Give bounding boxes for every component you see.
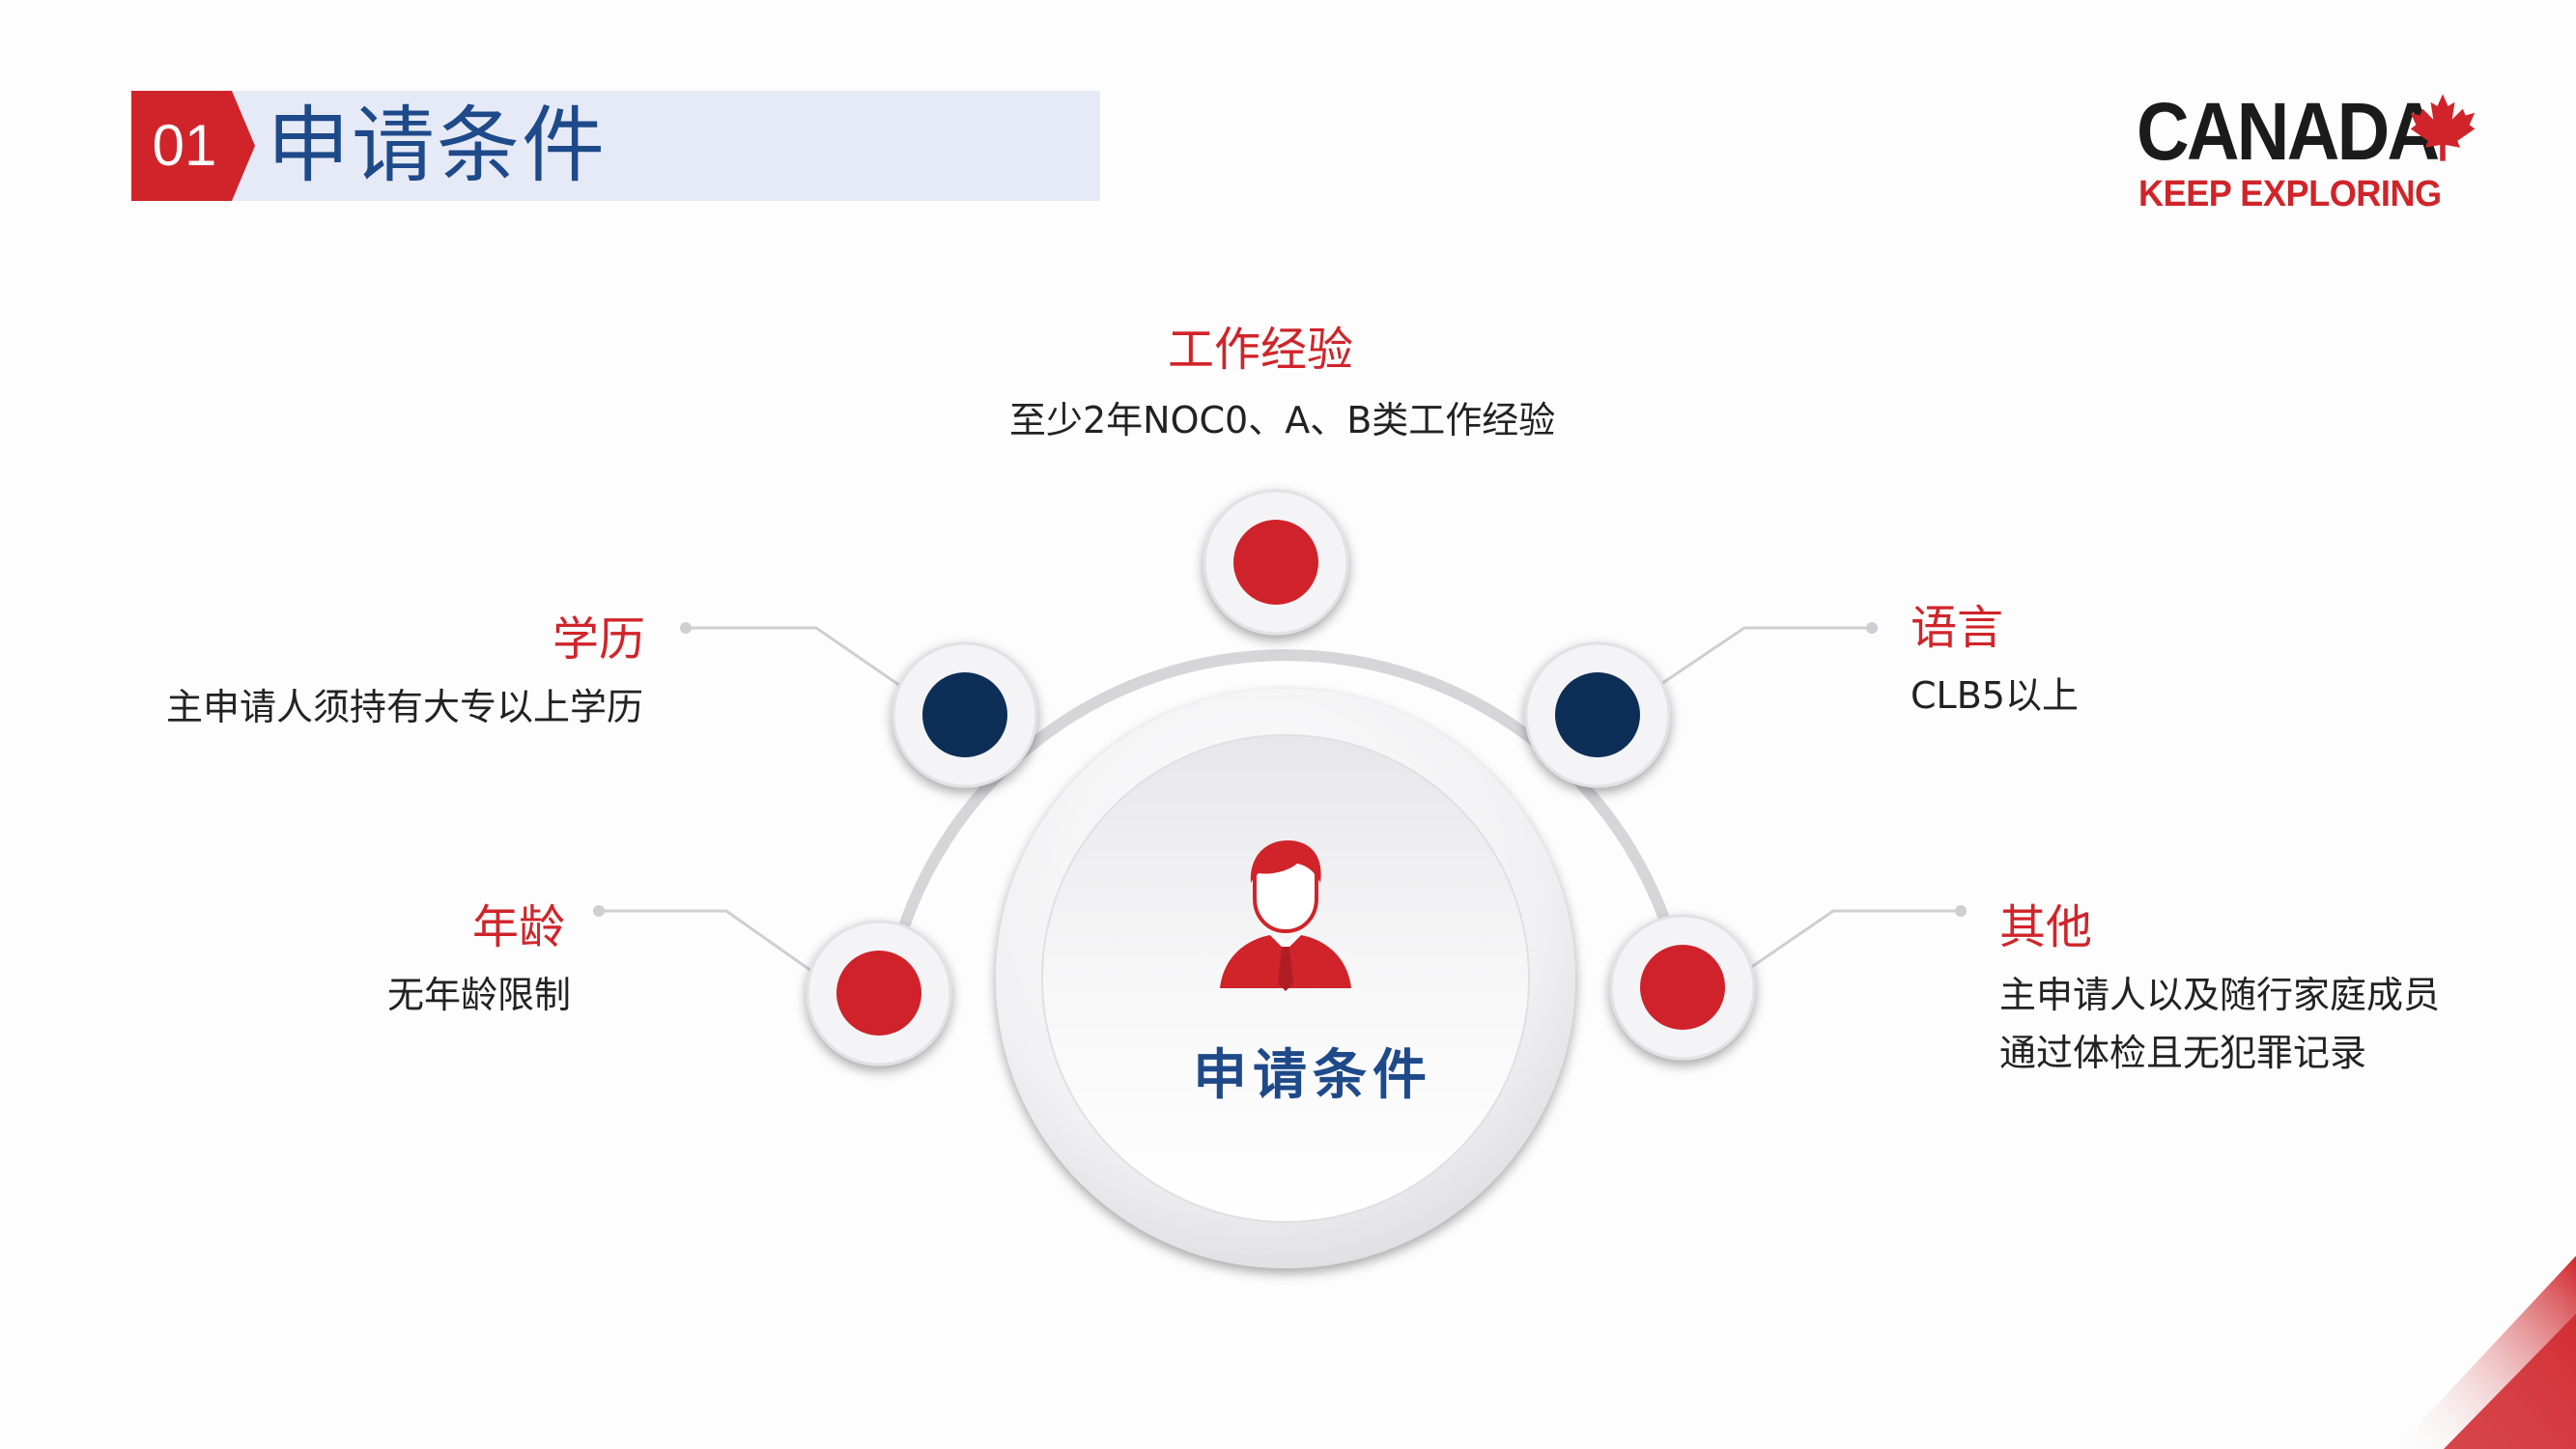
desc-education: 主申请人须持有大专以上学历 bbox=[166, 686, 644, 728]
leader-education bbox=[686, 626, 904, 690]
corner-decoration bbox=[2395, 1256, 2576, 1449]
heading-age: 年龄 bbox=[472, 900, 566, 954]
desc-work-experience: 至少2年NOC0、A、B类工作经验 bbox=[1009, 399, 1556, 441]
leader-language bbox=[1660, 626, 1872, 686]
node-other bbox=[1609, 914, 1756, 1061]
node-age bbox=[806, 920, 952, 1066]
title-bar bbox=[131, 91, 1100, 201]
heading-work-experience: 工作经验 bbox=[1168, 323, 1354, 377]
desc-age: 无年龄限制 bbox=[387, 974, 572, 1016]
heading-education: 学历 bbox=[552, 612, 646, 667]
section-number: 01 bbox=[152, 113, 217, 178]
leader-other bbox=[1749, 909, 1961, 970]
leader-age bbox=[599, 909, 812, 973]
heading-other: 其他 bbox=[1999, 900, 2093, 954]
desc-other-line-2: 通过体检且无犯罪记录 bbox=[1999, 1032, 2367, 1074]
node-education bbox=[892, 641, 1038, 788]
logo-tagline: KEEP EXPLORING bbox=[2138, 174, 2442, 214]
desc-other-line-1: 主申请人以及随行家庭成员 bbox=[1999, 974, 2441, 1016]
heading-language: 语言 bbox=[1911, 601, 2004, 655]
page-title: 申请条件 bbox=[267, 98, 607, 194]
desc-language: CLB5以上 bbox=[1911, 674, 2079, 717]
person-icon bbox=[1220, 840, 1351, 991]
center-label: 申请条件 bbox=[1193, 1043, 1432, 1107]
logo-word: CANADA bbox=[2137, 86, 2440, 177]
desc-other: 主申请人以及随行家庭成员 通过体检且无犯罪记录 bbox=[1999, 966, 2440, 1082]
section-number-badge bbox=[131, 91, 255, 201]
connector-arc bbox=[883, 649, 1688, 987]
node-work bbox=[1203, 489, 1349, 636]
maple-leaf-icon bbox=[2410, 94, 2476, 161]
node-language bbox=[1524, 641, 1671, 788]
